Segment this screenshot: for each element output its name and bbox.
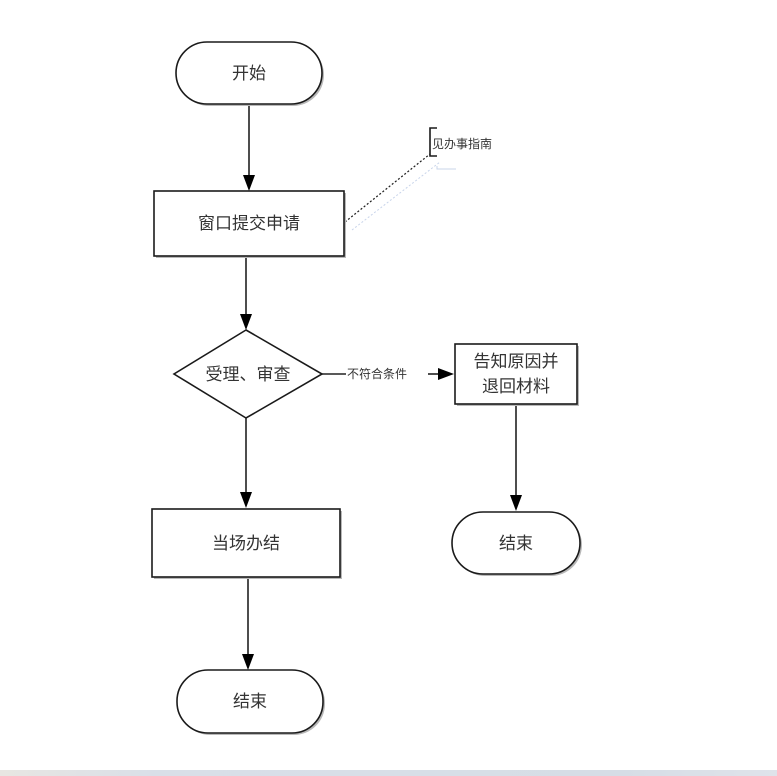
node-review-decision: 受理、审查 <box>172 329 324 419</box>
bottom-strip <box>0 770 777 776</box>
node-done-on-site: 当场办结 <box>151 508 342 579</box>
edge-done-to-end <box>242 578 254 670</box>
node-done-label: 当场办结 <box>212 534 280 554</box>
node-reject-label-line1: 告知原因并 <box>474 352 559 372</box>
annotation-text: 见办事指南 <box>432 136 492 151</box>
arrow-head <box>243 175 255 191</box>
node-submit-label: 窗口提交申请 <box>198 214 300 234</box>
annotation-guide-note: 见办事指南 <box>344 127 492 231</box>
edge-review-to-done-on-site <box>240 418 252 508</box>
arrow-head <box>510 495 522 511</box>
node-end-main: 结束 <box>176 669 325 735</box>
annotation-bracket <box>429 127 437 157</box>
node-submit-application: 窗口提交申请 <box>153 190 346 258</box>
node-start-label: 开始 <box>232 64 266 84</box>
edge-label-not-qualified: 不符合条件 <box>347 366 407 381</box>
arrow-head <box>240 314 252 330</box>
edge-start-to-submit <box>243 104 255 191</box>
node-end-reject-label: 结束 <box>499 534 533 554</box>
edge-submit-to-review <box>240 256 252 330</box>
edge-reject-to-end <box>510 404 522 511</box>
node-end-reject: 结束 <box>451 511 582 576</box>
node-review-label: 受理、审查 <box>206 365 291 385</box>
node-start: 开始 <box>175 41 324 106</box>
edge-review-to-reject: 不符合条件 <box>322 366 454 381</box>
arrow-head <box>242 654 254 670</box>
node-end-main-label: 结束 <box>233 692 267 712</box>
node-reject-return: 告知原因并 退回材料 <box>454 343 579 406</box>
arrow-head <box>438 368 454 380</box>
arrow-head <box>240 492 252 508</box>
node-reject-label-line2: 退回材料 <box>482 377 550 397</box>
